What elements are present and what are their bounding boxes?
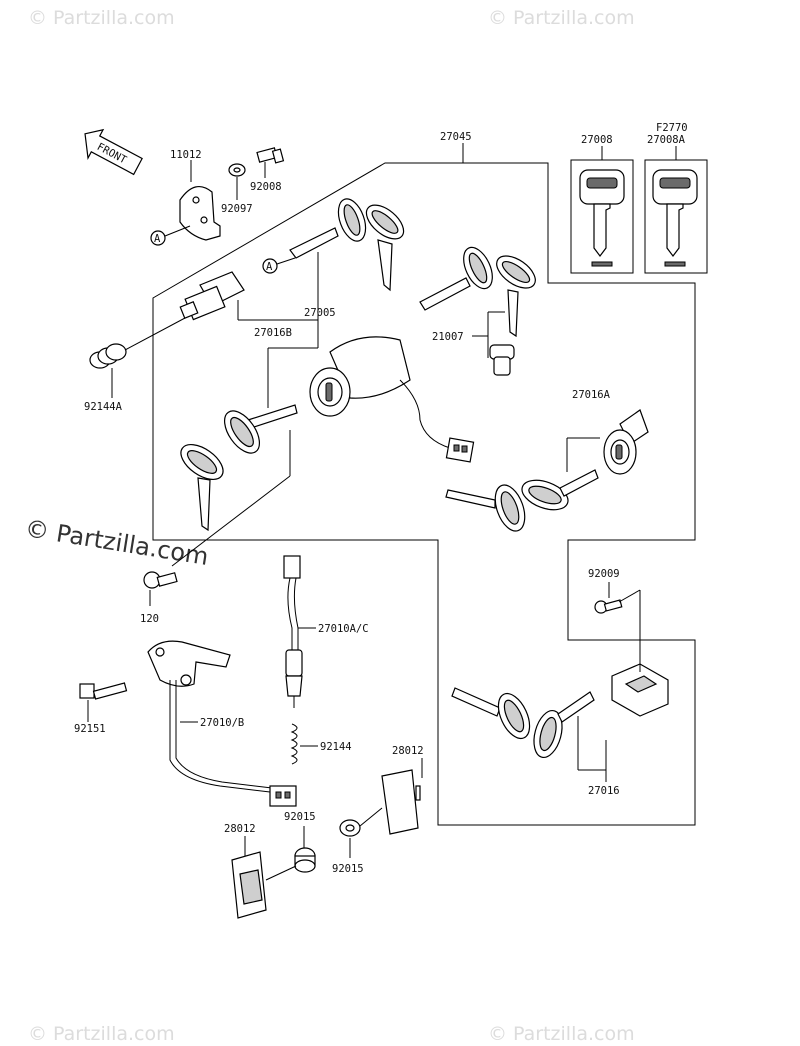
- callout-a-marker-2: [262, 258, 278, 274]
- watermark-bottom-right: © Partzilla.com: [488, 1023, 635, 1045]
- label-27008: 27008: [581, 134, 613, 146]
- spring-92144a: [89, 343, 127, 369]
- kit-outline-27045: [152, 162, 696, 826]
- cap-21007: [489, 344, 515, 376]
- label-28012-right: 28012: [392, 745, 424, 757]
- svg-text:A: A: [154, 233, 161, 245]
- watermark-top-left: © Partzilla.com: [28, 7, 175, 29]
- bolt-92008: [256, 147, 285, 164]
- label-27016: 27016: [588, 785, 620, 797]
- label-27016a: 27016A: [572, 389, 611, 401]
- ignition-switch-27005: [309, 336, 475, 463]
- key-pair-27016a: [445, 469, 599, 532]
- label-92009: 92009: [588, 568, 620, 580]
- label-27016b: 27016B: [254, 327, 292, 339]
- key-pair-27016: [451, 687, 595, 759]
- label-92015-top: 92015: [284, 811, 316, 823]
- svg-text:A: A: [266, 261, 273, 273]
- key-pair-27016b: [289, 198, 405, 292]
- lock-cylinder-27016b: [179, 271, 245, 321]
- figure-code: F2770: [656, 122, 688, 134]
- label-92144a: 92144A: [84, 401, 123, 413]
- key-blank-27008: [579, 169, 625, 267]
- label-92015-bottom: 92015: [332, 863, 364, 875]
- label-27010ac: 27010A/C: [318, 623, 369, 635]
- bolt-92151: [79, 682, 128, 700]
- damper-28012-right: [381, 769, 421, 835]
- screw-92009: [594, 599, 623, 614]
- label-92144: 92144: [320, 741, 352, 753]
- watermark-bottom-left: © Partzilla.com: [28, 1023, 175, 1045]
- bolt-120: [143, 571, 178, 589]
- switch-27010ac: [283, 555, 303, 708]
- watermark-top-right: © Partzilla.com: [488, 7, 635, 29]
- watermark-middle: © Partzilla.com: [23, 514, 210, 571]
- callout-a-marker-1: [150, 230, 166, 246]
- label-92008: 92008: [250, 181, 282, 193]
- switch-27010b: [147, 640, 297, 807]
- key-pair-21007: [419, 246, 536, 338]
- label-27045: 27045: [440, 131, 472, 143]
- label-27005: 27005: [304, 307, 336, 319]
- spring-92144: [290, 723, 298, 765]
- key-blank-27008a: [652, 169, 698, 267]
- bracket-11012: [179, 185, 221, 241]
- nut-92015-top: [339, 819, 361, 837]
- label-11012: 11012: [170, 149, 202, 161]
- label-28012-left: 28012: [224, 823, 256, 835]
- label-120: 120: [140, 613, 159, 625]
- lock-27016a: [603, 409, 649, 475]
- label-92097: 92097: [221, 203, 253, 215]
- label-27008a: 27008A: [647, 134, 686, 146]
- label-27010b: 27010/B: [200, 717, 244, 729]
- holder-27016: [611, 663, 669, 717]
- damper-28012-left: [231, 851, 267, 919]
- label-21007: 21007: [432, 331, 464, 343]
- nut-92015-bottom: [294, 847, 316, 873]
- key-pair-27005: [180, 404, 298, 532]
- front-arrow-icon: FRONT: [84, 128, 143, 176]
- label-92151: 92151: [74, 723, 106, 735]
